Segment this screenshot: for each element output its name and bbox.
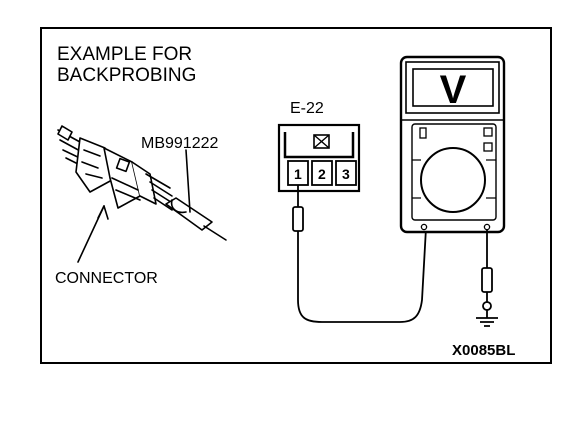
connector-label: CONNECTOR <box>55 270 158 287</box>
test-lead <box>292 185 427 323</box>
ground-symbol-icon <box>476 317 498 327</box>
tool-label: MB991222 <box>141 135 218 152</box>
title-line-1: EXAMPLE FOR <box>57 44 192 65</box>
connector-id: E-22 <box>290 100 324 117</box>
figure-code: X0085BL <box>452 342 515 359</box>
meter-display-symbol: V <box>440 68 467 112</box>
pin-row <box>287 160 357 186</box>
pin-3: 3 <box>342 166 350 182</box>
pin-1: 1 <box>294 166 302 182</box>
multimeter <box>399 55 506 234</box>
pin-2: 2 <box>318 166 326 182</box>
connector-illustration <box>57 125 227 263</box>
title-line-2: BACKPROBING <box>57 65 196 86</box>
diagram-frame <box>40 27 552 364</box>
ground-lead <box>481 230 493 318</box>
